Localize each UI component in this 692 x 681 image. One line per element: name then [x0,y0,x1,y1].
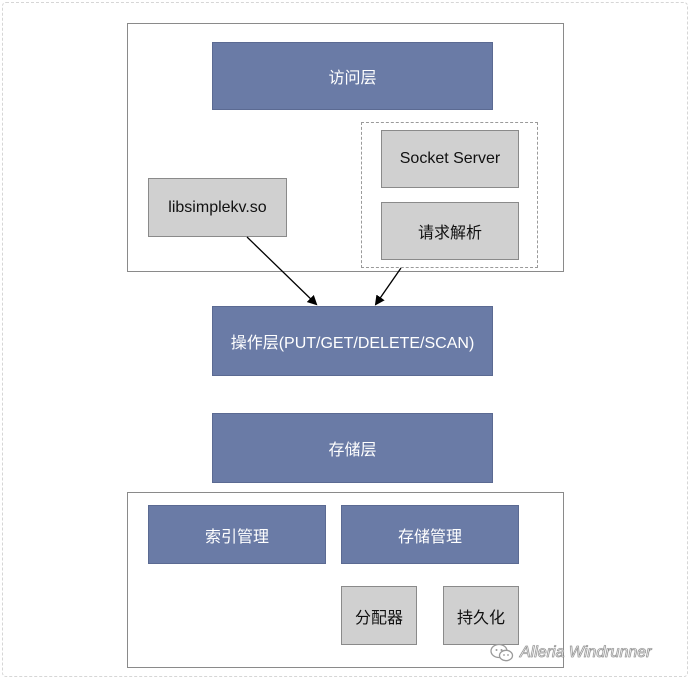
libsimplekv-label: libsimplekv.so [168,198,267,216]
arrow-parse-to-operation [374,267,402,306]
arrow-lib-to-operation [246,236,318,306]
access-layer-box: 访问层 [212,42,493,110]
operation-layer-label: 操作层(PUT/GET/DELETE/SCAN) [230,335,475,352]
server-group-box [361,122,538,268]
watermark-text: Alleria Windrunner [520,644,652,662]
socket-server-label: Socket Server [399,150,501,167]
allocator-box: 分配器 [341,586,417,645]
watermark: Alleria Windrunner [490,641,652,665]
request-parse-label: 请求解析 [417,225,482,242]
storage-mgmt-label: 存储管理 [397,528,462,546]
access-layer-label: 访问层 [328,70,377,87]
storage-layer-box: 存储层 [212,413,493,483]
index-mgmt-box: 索引管理 [148,505,326,564]
allocator-label: 分配器 [354,609,403,627]
request-parse-box: 请求解析 [381,202,519,260]
index-mgmt-label: 索引管理 [204,528,269,546]
wechat-icon [490,643,514,662]
libsimplekv-box: libsimplekv.so [148,178,287,237]
socket-server-box: Socket Server [381,130,519,188]
persistence-label: 持久化 [456,609,505,627]
storage-layer-label: 存储层 [328,442,377,459]
storage-mgmt-box: 存储管理 [341,505,519,564]
persistence-box: 持久化 [443,586,519,645]
operation-layer-box: 操作层(PUT/GET/DELETE/SCAN) [212,306,493,376]
